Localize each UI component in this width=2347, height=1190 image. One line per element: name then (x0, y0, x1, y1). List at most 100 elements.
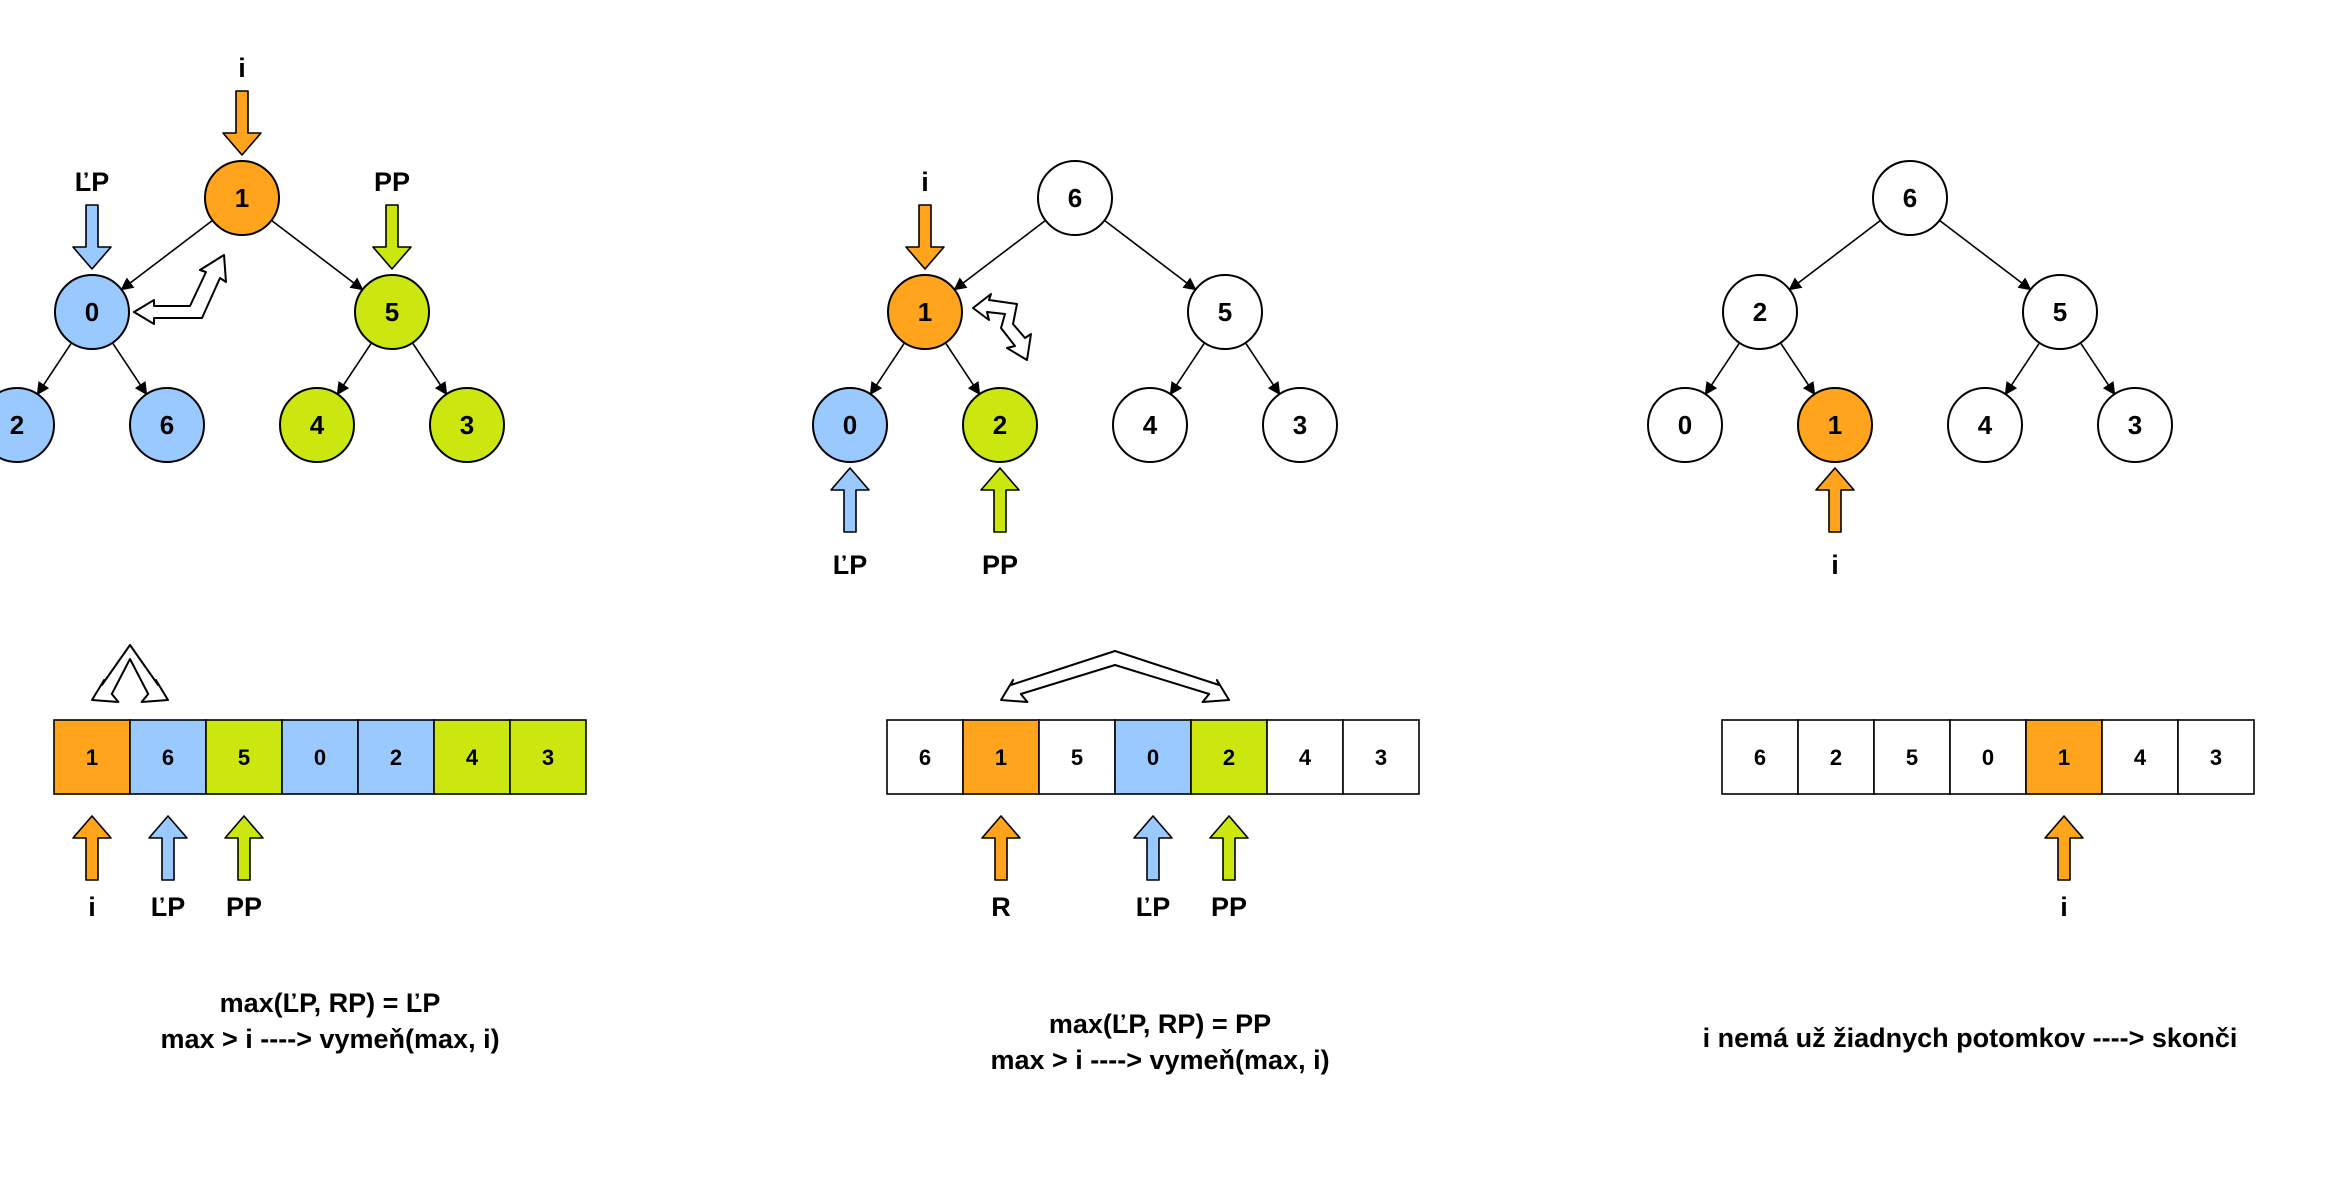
tree-edge (120, 219, 214, 291)
pointer-label: ĽP (833, 550, 868, 580)
tree-node-value: 4 (1143, 410, 1158, 440)
array-cell-value: 1 (2058, 745, 2070, 770)
tree-node-value: 5 (1218, 297, 1232, 327)
pointer-arrow (224, 815, 264, 881)
tree-edge (1788, 219, 1882, 291)
tree-node (0, 387, 55, 463)
tree-node (2022, 274, 2098, 350)
tree-node (1647, 387, 1723, 463)
pointer-label: ĽP (151, 892, 186, 922)
array-cell-value: 6 (1754, 745, 1766, 770)
tree-node (1722, 274, 1798, 350)
swap-arrow (91, 644, 169, 703)
array-cell-value: 5 (1906, 745, 1918, 770)
array-cell (357, 719, 435, 795)
pointer-label: ĽP (1136, 892, 1171, 922)
array-cell-value: 2 (390, 745, 402, 770)
array-cell (1038, 719, 1116, 795)
array-cell (509, 719, 587, 795)
tree-node-value: 6 (160, 410, 174, 440)
pointer-label: PP (226, 892, 262, 922)
array-cell-value: 2 (1830, 745, 1842, 770)
tree-node-value: 3 (2128, 410, 2142, 440)
array-cell-value: 6 (919, 745, 931, 770)
pointer-label: PP (982, 550, 1018, 580)
tree-node-value: 4 (310, 410, 325, 440)
pointer-arrow (1133, 815, 1173, 881)
pointer-arrow (148, 815, 188, 881)
tree-node (1112, 387, 1188, 463)
pointer-label: ĽP (75, 167, 110, 197)
pointer-label: i (88, 892, 96, 922)
array-cell-value: 0 (314, 745, 326, 770)
tree-node (354, 274, 430, 350)
pointer-arrow (72, 204, 112, 270)
tree-node-value: 0 (1678, 410, 1692, 440)
array-cell (1873, 719, 1951, 795)
tree-node-value: 3 (1293, 410, 1307, 440)
array-cell (1721, 719, 1799, 795)
array-cell (1342, 719, 1420, 795)
pointer-arrow (905, 204, 945, 270)
swap-arrow (972, 293, 1032, 361)
tree-node (1872, 160, 1948, 236)
tree-edge (111, 342, 148, 396)
array-cell-value: 1 (995, 745, 1007, 770)
tree-node (812, 387, 888, 463)
tree-edge (2004, 342, 2041, 396)
array-cell-value: 0 (1147, 745, 1159, 770)
tree-edge (944, 342, 981, 396)
array-cell (129, 719, 207, 795)
tree-node (2097, 387, 2173, 463)
tree-node-value: 2 (1753, 297, 1767, 327)
tree-edge (1938, 219, 2032, 291)
array-cell (1797, 719, 1875, 795)
tree-node (54, 274, 130, 350)
pointer-arrow (830, 467, 870, 533)
tree-edge (1244, 342, 1281, 396)
pointer-arrow (981, 815, 1021, 881)
tree-node (887, 274, 963, 350)
pointer-label: i (921, 167, 929, 197)
pointer-arrow (222, 90, 262, 156)
tree-node (1037, 160, 1113, 236)
array-cell (2177, 719, 2255, 795)
array-cell-value: 0 (1982, 745, 1994, 770)
array-cell-value: 5 (238, 745, 250, 770)
array-cell-value: 4 (466, 745, 479, 770)
tree-edge (270, 219, 364, 291)
tree-node (279, 387, 355, 463)
tree-node-value: 1 (918, 297, 932, 327)
pointer-arrow (2044, 815, 2084, 881)
array-cell-value: 3 (2210, 745, 2222, 770)
tree-node (1947, 387, 2023, 463)
array-cell (1190, 719, 1268, 795)
tree-edge (953, 219, 1047, 291)
pointer-label: PP (374, 167, 410, 197)
tree-node-value: 6 (1068, 183, 1082, 213)
caption-step-2: max(ĽP, RP) = PP max > i ----> vymeň(max… (890, 1006, 1430, 1078)
tree-node-value: 0 (85, 297, 99, 327)
pointer-arrow (372, 204, 412, 270)
caption-step-1: max(ĽP, RP) = ĽP max > i ----> vymeň(max… (60, 985, 600, 1057)
tree-node (204, 160, 280, 236)
tree-edge (336, 342, 373, 396)
array-cell-value: 4 (1299, 745, 1312, 770)
array-cell-value: 6 (162, 745, 174, 770)
pointer-label: i (2060, 892, 2068, 922)
tree-edge (36, 342, 73, 396)
tree-node (129, 387, 205, 463)
array-cell (281, 719, 359, 795)
tree-node-value: 3 (460, 410, 474, 440)
pointer-label: i (1831, 550, 1839, 580)
pointer-arrow (1209, 815, 1249, 881)
tree-node (1797, 387, 1873, 463)
tree-edge (869, 342, 906, 396)
tree-edge (411, 342, 448, 396)
array-cell-value: 5 (1071, 745, 1083, 770)
pointer-label: PP (1211, 892, 1247, 922)
